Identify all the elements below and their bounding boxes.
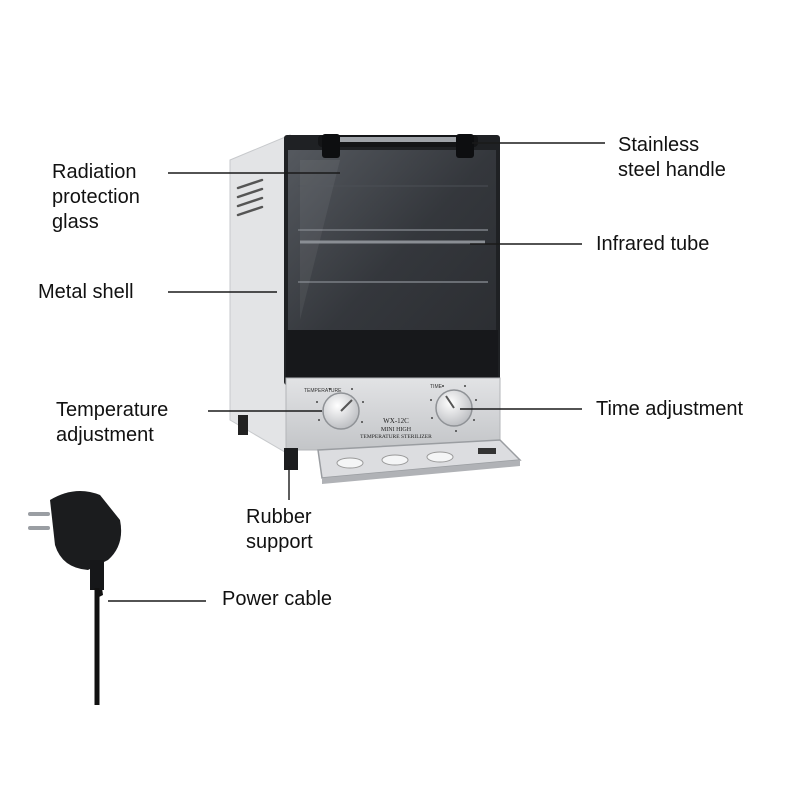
vent-slots: [236, 178, 264, 217]
label-temperature-adjustment: Temperature adjustment: [56, 399, 169, 446]
radiation-protection-glass: [286, 150, 498, 378]
panel-line-1: MINI HIGH: [381, 427, 412, 433]
label-radiation-protection-glass: Radiation protection glass: [52, 161, 140, 233]
label-stainless-steel-handle: Stainless steel handle: [618, 134, 726, 181]
control-panel: TEMPERATURE TIME WX-12C MINI HIGH TEMPER…: [285, 377, 501, 451]
temperature-knob[interactable]: [316, 388, 364, 430]
time-knob[interactable]: [430, 385, 477, 432]
label-rubber-support: Rubber support: [246, 506, 313, 553]
label-metal-shell: Metal shell: [38, 281, 134, 303]
panel-line-2: TEMPERATURE STERILIZER: [360, 434, 432, 440]
knob-left-caption: TEMPERATURE: [304, 388, 342, 394]
metal-shell: [229, 134, 291, 456]
knob-right-caption: TIME: [430, 384, 443, 390]
rubber-support: [284, 448, 298, 470]
model-number: WX-12C: [383, 417, 409, 425]
stainless-steel-handle: [318, 134, 478, 158]
power-cable: [28, 491, 122, 705]
label-power-cable: Power cable: [222, 588, 333, 610]
leader-lines: [108, 142, 605, 602]
label-time-adjustment: Time adjustment: [596, 398, 744, 420]
rear-foot: [238, 415, 248, 435]
tool-tray: [317, 439, 522, 484]
label-infrared-tube: Infrared tube: [596, 233, 710, 255]
